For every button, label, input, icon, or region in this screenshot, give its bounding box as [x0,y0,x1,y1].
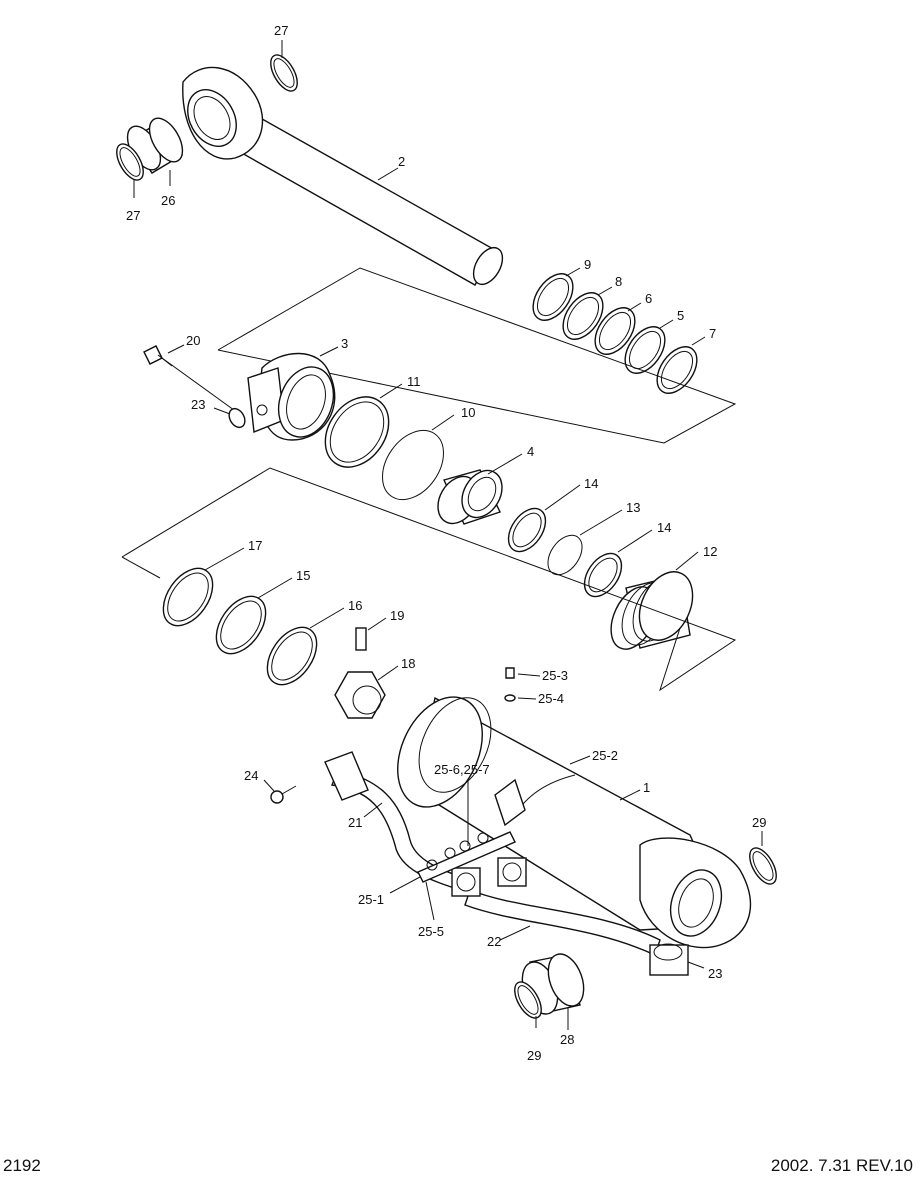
label-16: 16 [348,598,362,613]
lock-nut-18 [334,671,386,719]
o-ring-23-top [228,407,246,429]
label-27-left: 27 [126,208,140,223]
label-27-top: 27 [274,23,288,38]
snap-ring-rod-right [270,54,298,92]
label-25-3: 25-3 [542,668,568,683]
snap-ring-rod-left [116,143,144,181]
piston-rod [182,66,504,286]
seal-13 [547,534,583,576]
cushion-ring-4 [437,469,503,525]
label-29-bottom: 29 [527,1048,541,1063]
rod-cover [247,352,336,441]
wear-ring-14-right [583,552,623,598]
label-23-top: 23 [191,397,205,412]
label-11: 11 [407,374,421,389]
seal-rings-rod [532,273,698,394]
label-3: 3 [341,336,348,351]
seal-16 [266,626,318,686]
cylinder-tube [397,696,752,949]
label-1: 1 [643,780,650,795]
label-4: 4 [527,444,534,459]
label-24: 24 [244,768,258,783]
seal-15 [215,595,267,655]
label-9: 9 [584,257,591,272]
snap-ring-tube-left [514,981,542,1019]
label-2: 2 [398,154,405,169]
label-6: 6 [645,291,652,306]
bolt-20 [143,345,246,419]
label-13: 13 [626,500,640,515]
label-29-right: 29 [752,815,766,830]
pipe-clamp-band [494,778,526,827]
label-25-6-25-7: 25-6,25-7 [434,762,490,777]
label-25-1: 25-1 [358,892,384,907]
tube-bushing-28 [521,953,585,1015]
part-labels: 27 27 26 2 9 8 6 5 7 20 3 23 11 10 4 14 … [126,23,766,1063]
label-7: 7 [709,326,716,341]
o-ring-10 [382,429,444,501]
revision-date: 2002. 7.31 REV.10 [770,1156,913,1175]
label-8: 8 [615,274,622,289]
label-21: 21 [348,815,362,830]
label-19: 19 [390,608,404,623]
label-14-left: 14 [584,476,598,491]
washer-25-4 [504,694,516,702]
snap-ring-tube-right [749,847,777,885]
label-22: 22 [487,934,501,949]
flange-block-right [497,857,527,887]
label-20: 20 [186,333,200,348]
label-17: 17 [248,538,262,553]
wear-ring-14-left [507,507,547,553]
flange-block-bottom [649,943,689,976]
label-28: 28 [560,1032,574,1047]
backup-ring-11 [324,396,390,468]
bracket-25-1 [417,831,516,883]
page-number: 2192 [3,1156,41,1175]
label-25-2: 25-2 [592,748,618,763]
backup-ring-17 [162,567,214,627]
label-5: 5 [677,308,684,323]
label-14-right: 14 [657,520,671,535]
label-10: 10 [461,405,475,420]
set-screw-19 [355,627,367,651]
leader-lines [133,40,763,1030]
label-15: 15 [296,568,310,583]
label-25-5: 25-5 [418,924,444,939]
label-18: 18 [401,656,415,671]
label-23-bottom: 23 [708,966,722,981]
label-12: 12 [703,544,717,559]
bolt-25-3 [505,667,515,679]
label-25-4: 25-4 [538,691,564,706]
bolt-24 [270,785,297,804]
label-26: 26 [161,193,175,208]
flange-block-left [451,867,481,897]
